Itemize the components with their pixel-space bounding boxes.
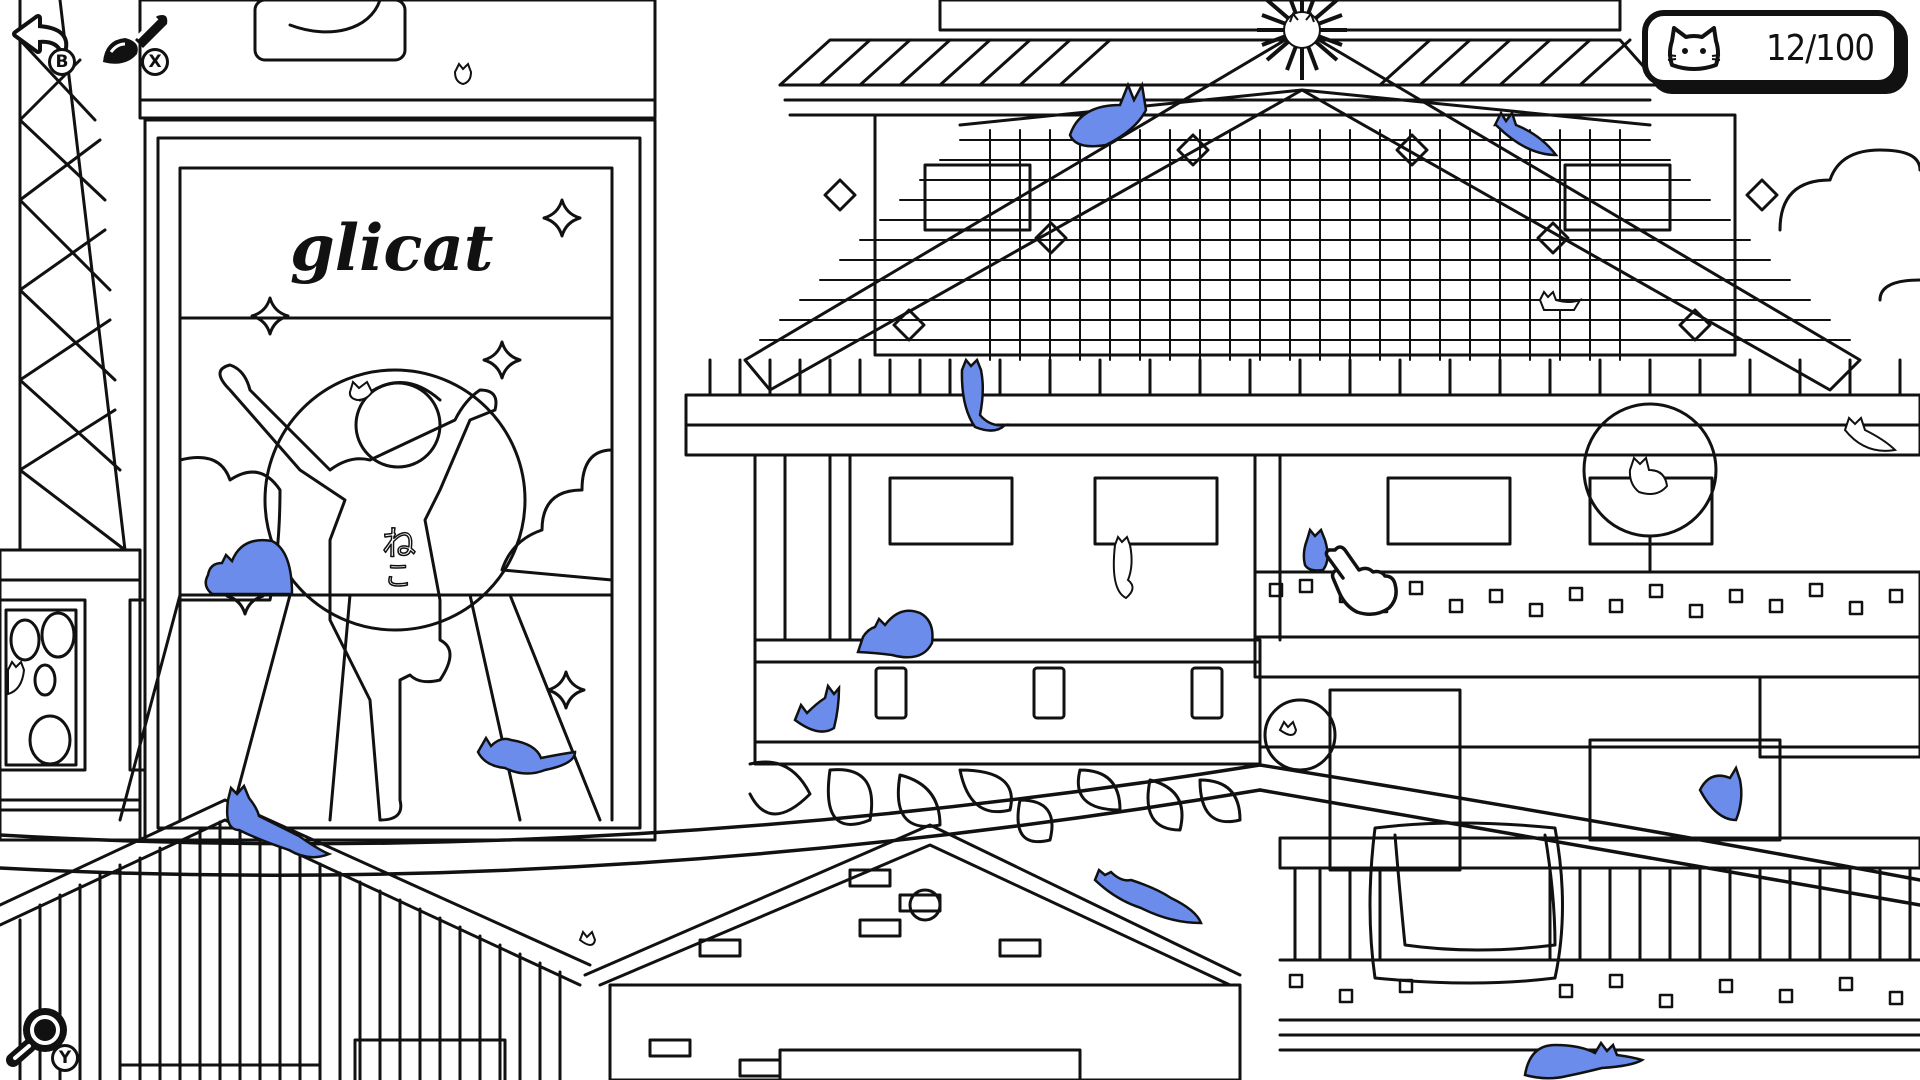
stone-dots xyxy=(1268,578,1904,1009)
found-cats xyxy=(204,81,1743,1080)
found-cat[interactable] xyxy=(1492,110,1559,157)
found-cat[interactable] xyxy=(960,357,1009,432)
back-button[interactable]: B xyxy=(8,10,86,80)
found-cat[interactable] xyxy=(1302,527,1329,572)
hidden-cat[interactable] xyxy=(348,380,374,402)
top-sign xyxy=(138,0,657,120)
cats-found-counter: 12/100 xyxy=(1642,10,1900,86)
hidden-cat[interactable] xyxy=(1278,720,1298,736)
crane-tower xyxy=(0,0,142,582)
svg-text:こ: こ xyxy=(384,559,412,592)
found-cat[interactable] xyxy=(793,683,841,733)
main-house xyxy=(684,0,1920,843)
found-cat[interactable] xyxy=(1093,867,1203,925)
found-cat[interactable] xyxy=(1068,81,1148,148)
hidden-cat[interactable] xyxy=(1628,456,1669,495)
sunburst-cat[interactable] xyxy=(1257,0,1347,80)
found-cat[interactable] xyxy=(1523,1040,1646,1080)
cat-face-icon xyxy=(1667,26,1721,71)
zoom-button[interactable]: Y xyxy=(5,1000,85,1075)
lower-middle-house xyxy=(583,823,1242,1080)
found-cat[interactable] xyxy=(204,538,294,596)
hidden-cat[interactable] xyxy=(1112,535,1134,600)
hidden-cat[interactable] xyxy=(1843,416,1898,452)
hidden-cat[interactable] xyxy=(7,660,26,696)
shirt-kana-text: ね xyxy=(382,524,416,564)
right-building xyxy=(1253,402,1920,1052)
counter-value: 12/100 xyxy=(1766,27,1875,69)
magnifier-icon xyxy=(6,1008,67,1067)
hidden-cat[interactable] xyxy=(453,62,473,86)
hidden-cat[interactable] xyxy=(1538,290,1583,311)
key-badge-x: X xyxy=(141,48,169,76)
found-cat[interactable] xyxy=(225,783,333,859)
found-cat[interactable] xyxy=(856,609,934,659)
found-cat[interactable] xyxy=(1698,765,1743,822)
power-lines xyxy=(0,763,1920,907)
paintbrush-icon xyxy=(103,15,168,64)
paint-button[interactable]: X xyxy=(95,10,180,80)
hidden-cat[interactable] xyxy=(578,930,597,946)
pointing-hand-cursor xyxy=(1324,545,1398,616)
key-badge-y: Y xyxy=(51,1044,79,1072)
left-building xyxy=(0,578,147,842)
right-clouds xyxy=(1778,148,1920,302)
key-badge-b: B xyxy=(48,48,76,76)
billboard-logo: glicat xyxy=(290,211,493,286)
found-cat[interactable] xyxy=(476,735,577,775)
hidden-cats xyxy=(7,62,1898,946)
